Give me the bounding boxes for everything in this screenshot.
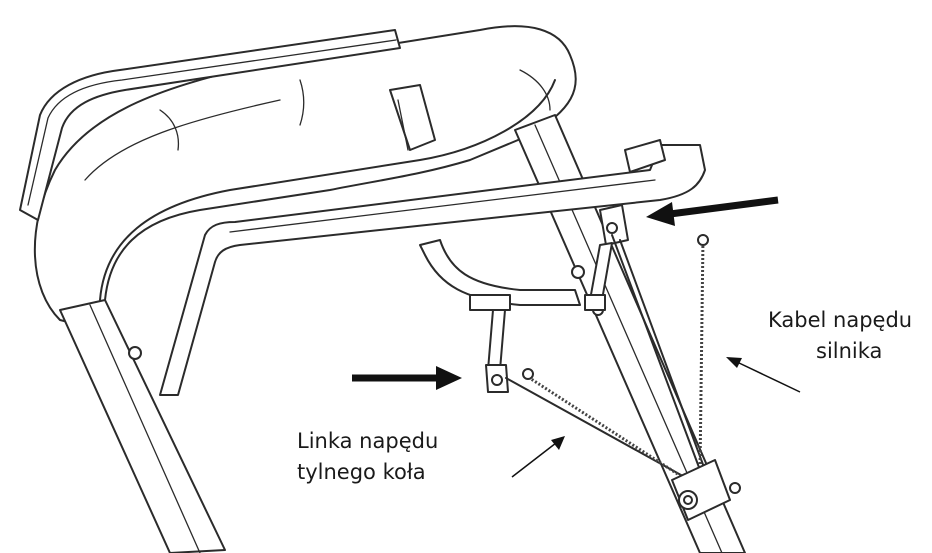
- cables: [505, 234, 709, 484]
- rear-wheel-drive-cable-label-line2: tylnego koła: [297, 460, 426, 484]
- cable-clamp: [671, 459, 741, 521]
- drive-bail-bar: [159, 139, 706, 396]
- leader-arrow-engine-cable: [726, 357, 801, 393]
- upper-middle-clip: [389, 84, 436, 151]
- engine-drive-cable-label: Kabel napędu silnika: [768, 305, 912, 367]
- leader-arrow-rear-cable: [511, 436, 565, 478]
- rear-drive-lever: [419, 239, 581, 393]
- left-control-bar-strip: [19, 29, 401, 221]
- rear-wheel-drive-cable-label: Linka napędu tylnego koła: [297, 426, 438, 488]
- engine-drive-lever: [584, 204, 629, 311]
- engine-drive-cable-label-line1: Kabel napędu: [768, 308, 913, 332]
- pointer-arrow-engine-lever: [646, 196, 779, 226]
- rear-wheel-drive-cable-label-line1: Linka napędu: [297, 429, 439, 453]
- left-lower-handle-tube: [59, 299, 226, 553]
- upper-handlebar: [33, 25, 577, 331]
- engine-drive-cable-label-line2: silnika: [816, 339, 883, 363]
- pointer-arrow-rear-lever: [352, 366, 462, 390]
